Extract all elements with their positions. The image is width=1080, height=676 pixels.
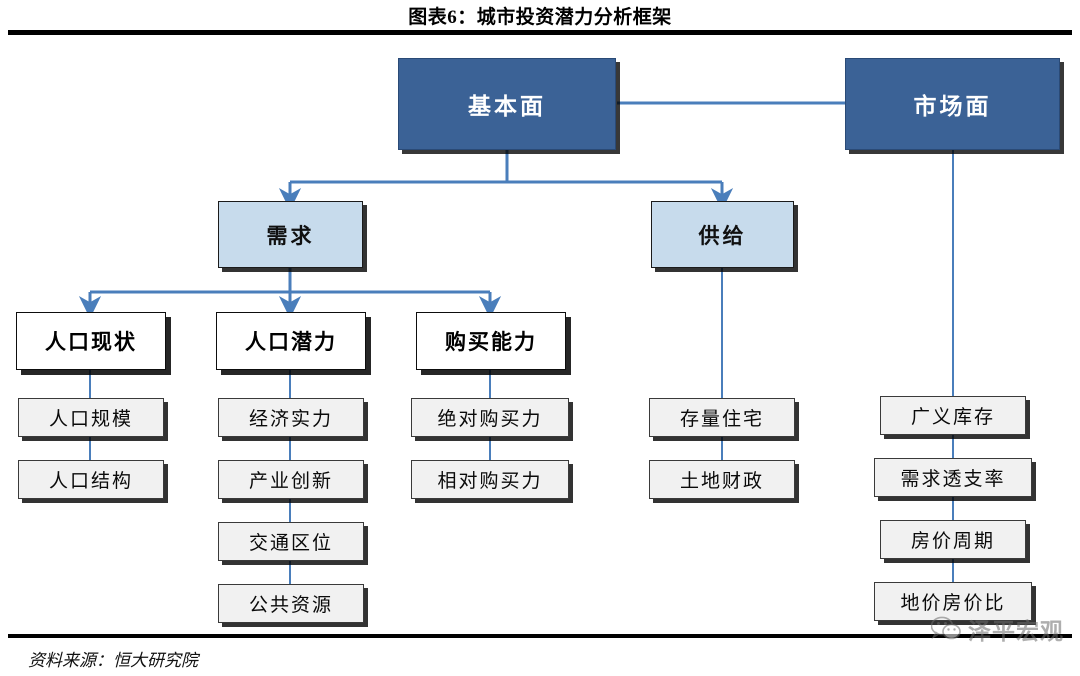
node-pop-potential[interactable]: 人口潜力 [216,312,366,370]
leaf-housing-price-cycle[interactable]: 房价周期 [880,520,1026,559]
leaf-industry-innovation[interactable]: 产业创新 [218,460,364,499]
leaf-public-resources[interactable]: 公共资源 [218,584,364,623]
wechat-icon [931,616,961,640]
leaf-broad-inventory[interactable]: 广义库存 [880,396,1026,435]
node-label: 人口规模 [48,409,133,430]
watermark-label: 泽平宏观 [968,619,1064,644]
leaf-economic-strength[interactable]: 经济实力 [218,398,364,437]
leaf-demand-overdraft-rate[interactable]: 需求透支率 [874,458,1032,497]
node-label: 市场面 [913,94,992,119]
node-label: 经济实力 [248,409,333,430]
node-demand[interactable]: 需求 [218,201,363,268]
page-title: 图表6：城市投资潜力分析框架 [408,7,672,28]
node-supply[interactable]: 供给 [651,201,794,268]
leaf-relative-purchasing-power[interactable]: 相对购买力 [411,460,569,499]
node-pop-status[interactable]: 人口现状 [16,312,166,370]
node-label: 人口结构 [48,471,133,492]
footer-rule [8,634,1072,638]
header-rule [8,30,1072,35]
node-label: 人口现状 [45,330,137,354]
node-label: 绝对购买力 [437,409,543,430]
node-purchase-power[interactable]: 购买能力 [416,312,566,370]
leaf-land-finance[interactable]: 土地财政 [649,460,795,499]
node-label: 公共资源 [248,595,333,616]
node-label: 存量住宅 [679,409,764,430]
node-label: 交通区位 [248,533,333,554]
leaf-absolute-purchasing-power[interactable]: 绝对购买力 [411,398,569,437]
node-fundamental[interactable]: 基本面 [398,58,616,150]
node-label: 基本面 [468,94,546,119]
node-label: 购买能力 [445,330,537,354]
node-label: 地价房价比 [900,593,1006,614]
node-label: 相对购买力 [437,471,543,492]
node-label: 人口潜力 [245,330,337,354]
watermark: 泽平宏观 [931,612,1064,646]
node-label: 广义库存 [910,407,995,428]
source-note: 资料来源：恒大研究院 [28,651,198,670]
node-label: 产业创新 [248,471,333,492]
leaf-pop-scale[interactable]: 人口规模 [18,398,164,437]
node-label: 土地财政 [679,471,764,492]
node-label: 房价周期 [910,531,995,552]
leaf-housing-stock[interactable]: 存量住宅 [649,398,795,437]
leaf-pop-structure[interactable]: 人口结构 [18,460,164,499]
node-market[interactable]: 市场面 [845,58,1060,150]
node-label: 需求透支率 [900,469,1006,490]
node-label: 需求 [266,223,315,248]
wire-demand-split [90,268,490,294]
leaf-land-to-house-price-ratio[interactable]: 地价房价比 [874,582,1032,621]
node-label: 供给 [698,223,747,248]
wire-fundamental-split [290,150,722,184]
leaf-transport-location[interactable]: 交通区位 [218,522,364,561]
